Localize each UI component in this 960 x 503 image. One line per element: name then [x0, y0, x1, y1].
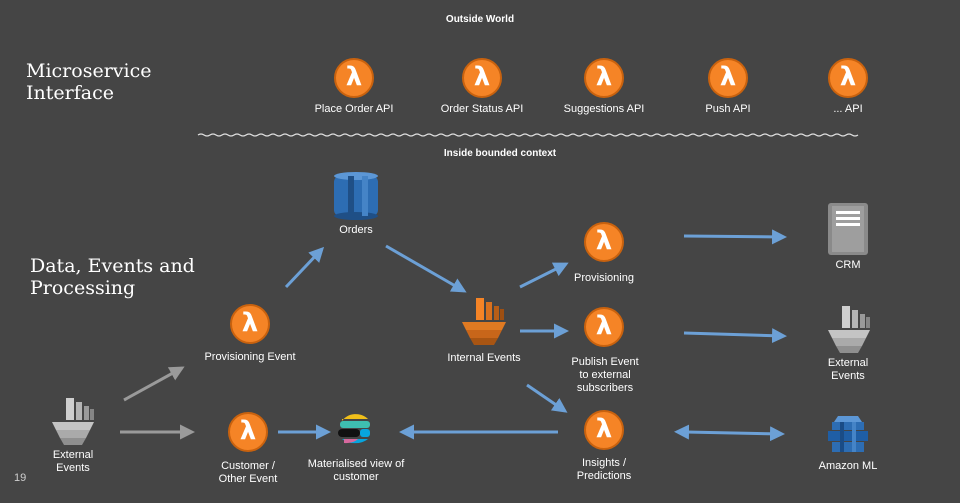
provisioning-label: Provisioning [574, 272, 634, 284]
data-events-processing-heading: Data, Events and Processing [30, 255, 195, 299]
arrow-publish-to-external [683, 328, 787, 344]
api-label-order-status: Order Status API [440, 103, 524, 115]
lambda-icon: λ [228, 412, 268, 452]
wavy-divider [197, 133, 859, 137]
outside-world-title: Outside World [445, 14, 515, 25]
publish-event-label: Publish Event to external subscribers [571, 356, 639, 394]
crm-label: CRM [835, 259, 861, 271]
arrow-internal-to-insights [526, 383, 568, 413]
arrow-external-to-provisioning-event [123, 366, 185, 402]
api-label-push: Push API [705, 103, 751, 115]
insights-label: Insights / Predictions [576, 457, 632, 482]
database-icon [334, 172, 378, 220]
page-number: 19 [14, 472, 27, 484]
orders-label: Orders [339, 224, 373, 236]
amazon-ml-label: Amazon ML [818, 460, 878, 472]
arrow-provisioning-event-to-orders [284, 246, 325, 289]
api-label-place-order: Place Order API [314, 103, 394, 115]
external-events-left-label: External Events [52, 449, 94, 474]
kinesis-stream-icon [828, 306, 870, 353]
lambda-icon: λ [230, 304, 270, 344]
lambda-icon: λ [584, 307, 624, 347]
external-events-right-label: External Events [827, 357, 869, 382]
kinesis-stream-icon [462, 298, 506, 345]
arrow-internal-to-provisioning [519, 262, 569, 289]
lambda-icon: λ [584, 58, 624, 98]
lambda-icon: λ [334, 58, 374, 98]
api-label-suggestions: Suggestions API [563, 103, 645, 115]
api-label-other: ... API [833, 103, 863, 115]
lambda-icon: λ [828, 58, 868, 98]
internal-events-label: Internal Events [447, 352, 521, 364]
lambda-icon: λ [462, 58, 502, 98]
materialised-view-label: Materialised view of customer [307, 458, 405, 483]
arrow-provisioning-to-crm [683, 229, 787, 245]
provisioning-event-label: Provisioning Event [204, 351, 296, 363]
customer-event-label: Customer / Other Event [218, 460, 278, 485]
server-icon [828, 203, 868, 255]
elasticsearch-icon [338, 414, 370, 444]
lambda-icon: λ [708, 58, 748, 98]
machine-learning-icon [828, 416, 868, 452]
arrow-orders-to-internal-events [385, 244, 467, 293]
inside-bounded-context-title: Inside bounded context [443, 148, 557, 159]
lambda-icon: λ [584, 410, 624, 450]
lambda-icon: λ [584, 222, 624, 262]
arrow-insights-to-amazon-ml [674, 424, 785, 442]
kinesis-stream-icon [52, 398, 94, 445]
microservice-interface-heading: Microservice Interface [26, 60, 152, 104]
